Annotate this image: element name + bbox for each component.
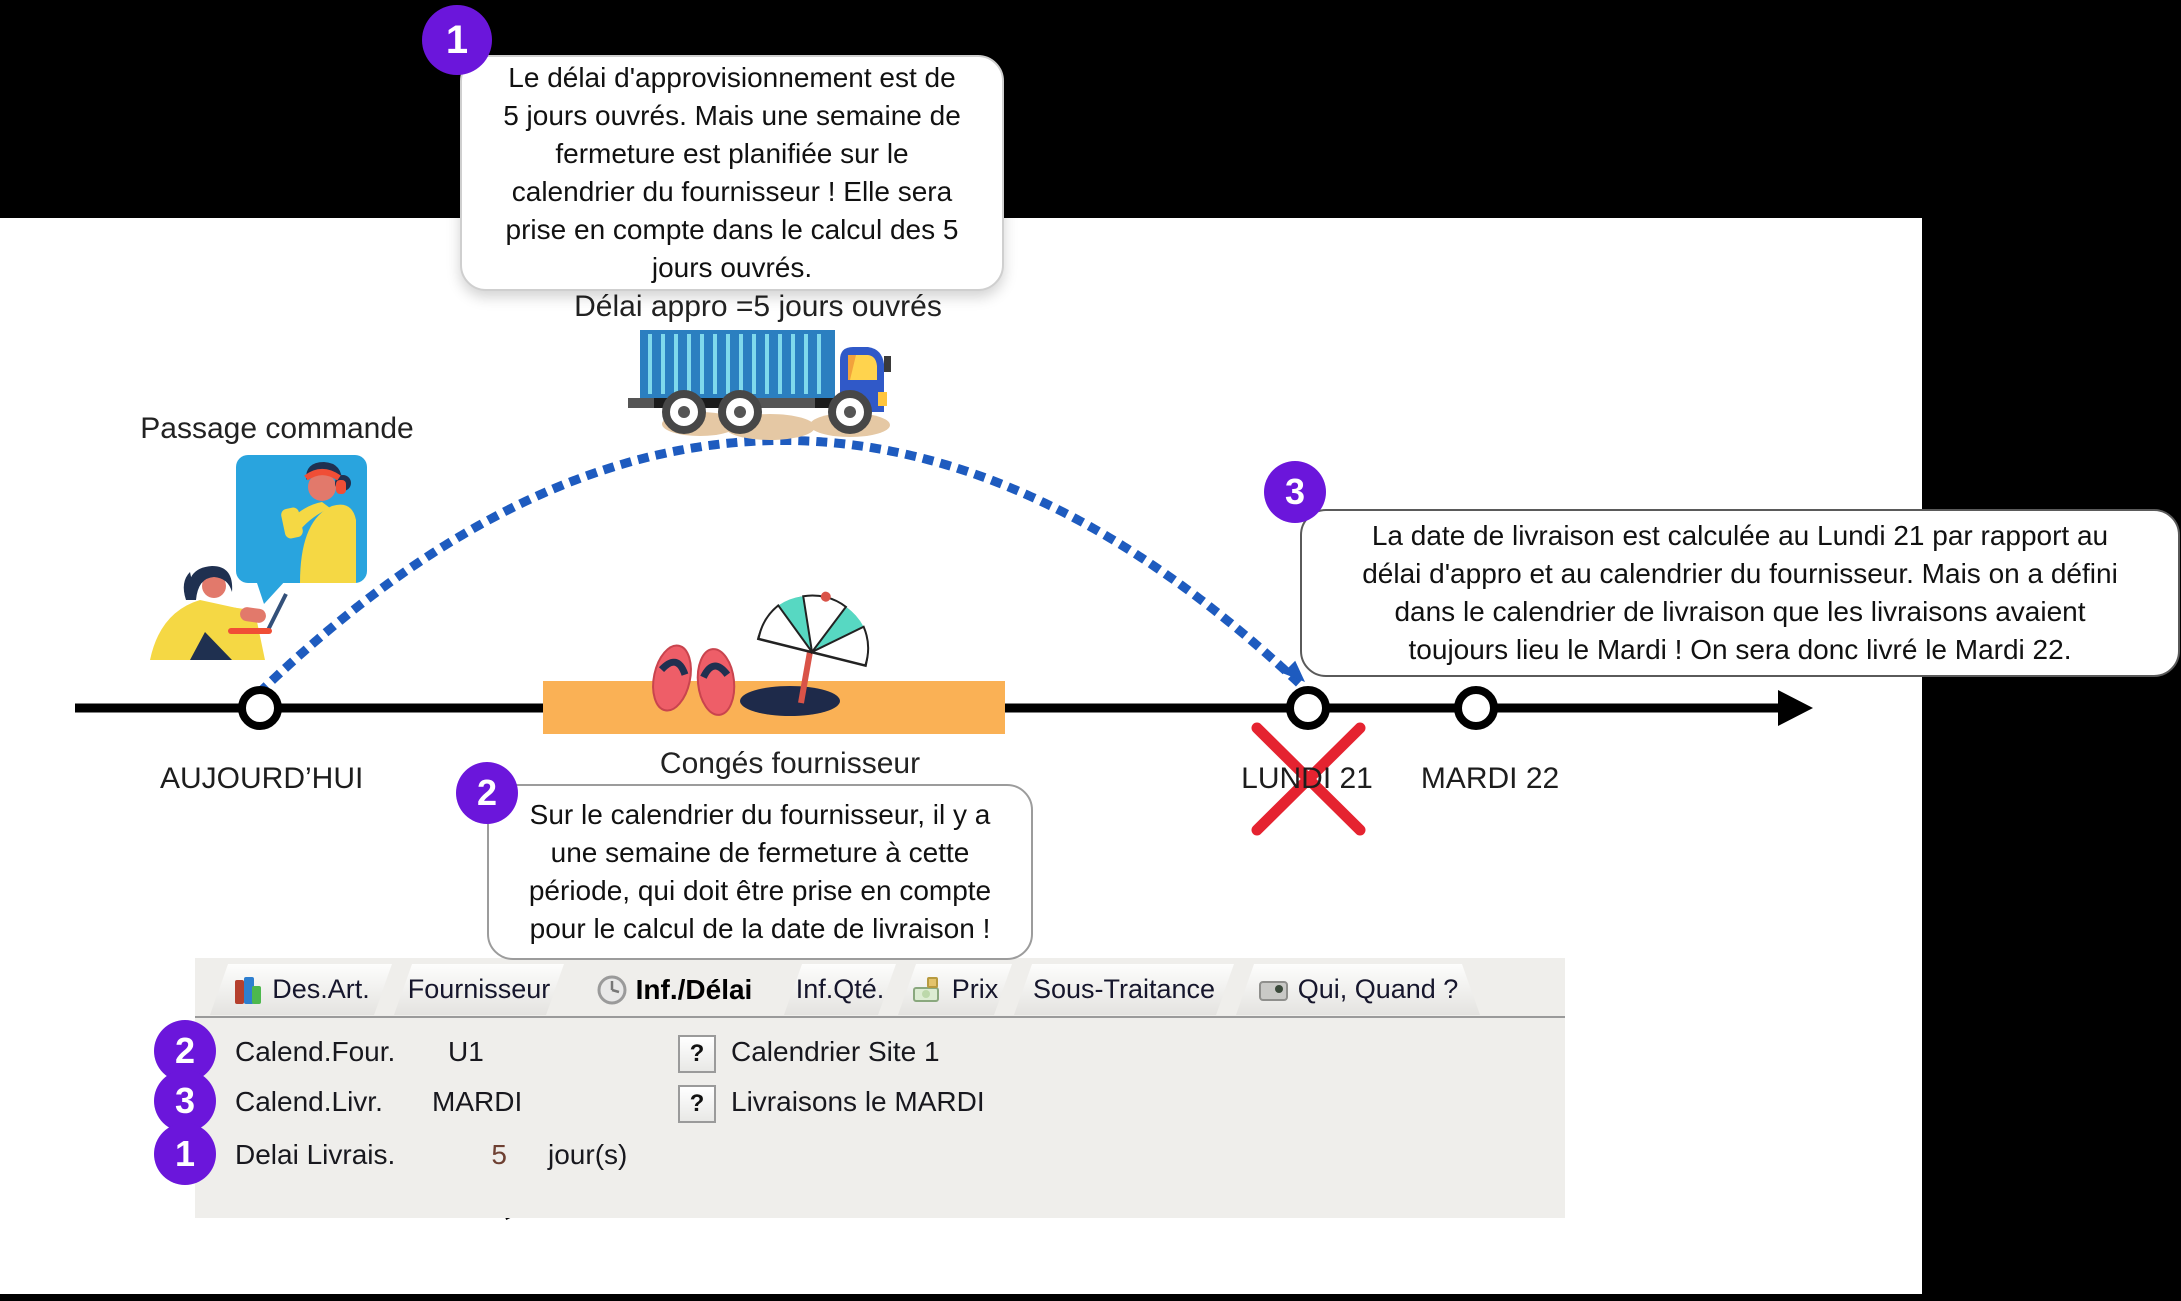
books-icon: [232, 974, 264, 1006]
truck-illustration: [628, 330, 891, 440]
tab-qui-quand[interactable]: Qui, Quand ?: [1236, 964, 1480, 1015]
top-matte: [0, 0, 2181, 218]
calend-livr-desc: Livraisons le MARDI: [731, 1086, 985, 1117]
banknote-icon: [912, 974, 944, 1006]
tab-label: Fournisseur: [407, 974, 551, 1004]
calend-livr-label: Calend.Livr.: [235, 1086, 383, 1117]
calend-four-label: Calend.Four.: [235, 1036, 396, 1067]
callout-2-text: Sur le calendrier du fournisseur, il y a…: [528, 799, 992, 944]
tab-strip: Des.Art. Fournisseur Inf./Délai Inf.Qté.: [195, 962, 1565, 1018]
badge-number: 3: [174, 1080, 196, 1121]
tab-label: Des.Art.: [272, 974, 370, 1004]
today-label: AUJOURD’HUI: [160, 762, 364, 795]
tab-label: Inf./Délai: [635, 973, 753, 1005]
tab-label: Prix: [951, 974, 999, 1004]
help-label: ?: [689, 1090, 705, 1117]
vacation-illustration: [543, 591, 1005, 734]
tab-label: Sous-Traitance: [1032, 974, 1216, 1004]
calend-four-desc: Calendrier Site 1: [731, 1036, 940, 1067]
ledger-icon: [1258, 974, 1290, 1006]
callout-2-badge: 2: [456, 762, 518, 824]
monday-label: LUNDI 21: [1241, 762, 1373, 795]
erp-panel: Des.Art. Fournisseur Inf./Délai Inf.Qté.: [195, 958, 1565, 1218]
order-illustration: [150, 455, 367, 660]
badge-number: 2: [174, 1030, 196, 1071]
today-milestone: [238, 686, 282, 730]
tab-fournisseur[interactable]: Fournisseur: [394, 964, 564, 1015]
flipflops-icon: [652, 644, 736, 716]
delai-livrais-value[interactable]: 5: [491, 1139, 507, 1170]
calend-four-help-button[interactable]: ?: [678, 1035, 716, 1073]
lead-time-arc: [255, 436, 1309, 697]
callout-1-number: 1: [445, 17, 469, 62]
delai-livrais-label: Delai Livrais.: [235, 1139, 396, 1170]
sand-shadow: [740, 686, 840, 716]
delai-livrais-unit: jour(s): [548, 1139, 628, 1170]
callout-1-text: Le délai d'approvisionnement est de 5 jo…: [503, 62, 961, 283]
lead-time-label: Délai appro =5 jours ouvrés: [574, 290, 942, 323]
arc-arrowhead-icon: [1282, 660, 1305, 682]
row-calend-livr-badge: 3: [154, 1070, 216, 1132]
callout-3-bubble: La date de livraison est calculée au Lun…: [1300, 509, 2180, 677]
tab-des-art[interactable]: Des.Art.: [210, 964, 392, 1015]
monday-milestone: [1286, 686, 1330, 730]
callout-1-bubble: Le délai d'approvisionnement est de 5 jo…: [460, 55, 1004, 291]
umbrella-icon: [756, 591, 870, 704]
callout-2-bubble: Sur le calendrier du fournisseur, il y a…: [487, 784, 1033, 960]
callout-1-badge: 1: [422, 5, 492, 75]
callout-3-text: La date de livraison est calculée au Lun…: [1362, 520, 2118, 665]
help-label: ?: [689, 1040, 705, 1067]
timeline: [75, 690, 1813, 726]
tab-sous-traitance[interactable]: Sous-Traitance: [1014, 964, 1234, 1015]
calend-livr-help-button[interactable]: ?: [678, 1085, 716, 1123]
callout-3-number: 3: [1284, 471, 1306, 512]
bottom-matte: [0, 1294, 2181, 1301]
order-label: Passage commande: [140, 412, 414, 445]
tab-label: Inf.Qté.: [795, 974, 885, 1004]
calend-livr-value[interactable]: MARDI: [432, 1086, 523, 1117]
tab-inf-delai[interactable]: Inf./Délai: [566, 963, 782, 1016]
vacation-label: Congés fournisseur: [659, 747, 921, 780]
tuesday-milestone: [1454, 686, 1498, 730]
tab-prix[interactable]: Prix: [898, 964, 1012, 1015]
badge-number: 1: [174, 1133, 196, 1174]
tab-label: Qui, Quand ?: [1297, 974, 1459, 1004]
callout-3-badge: 3: [1264, 461, 1326, 523]
tab-inf-qte[interactable]: Inf.Qté.: [784, 964, 896, 1015]
timeline-arrowhead-icon: [1778, 690, 1813, 726]
tuesday-label: MARDI 22: [1420, 762, 1560, 795]
row-delai-livrais-badge: 1: [154, 1123, 216, 1185]
calend-four-value[interactable]: U1: [448, 1036, 484, 1067]
callout-2-number: 2: [476, 772, 498, 813]
clock-icon: [596, 974, 628, 1006]
